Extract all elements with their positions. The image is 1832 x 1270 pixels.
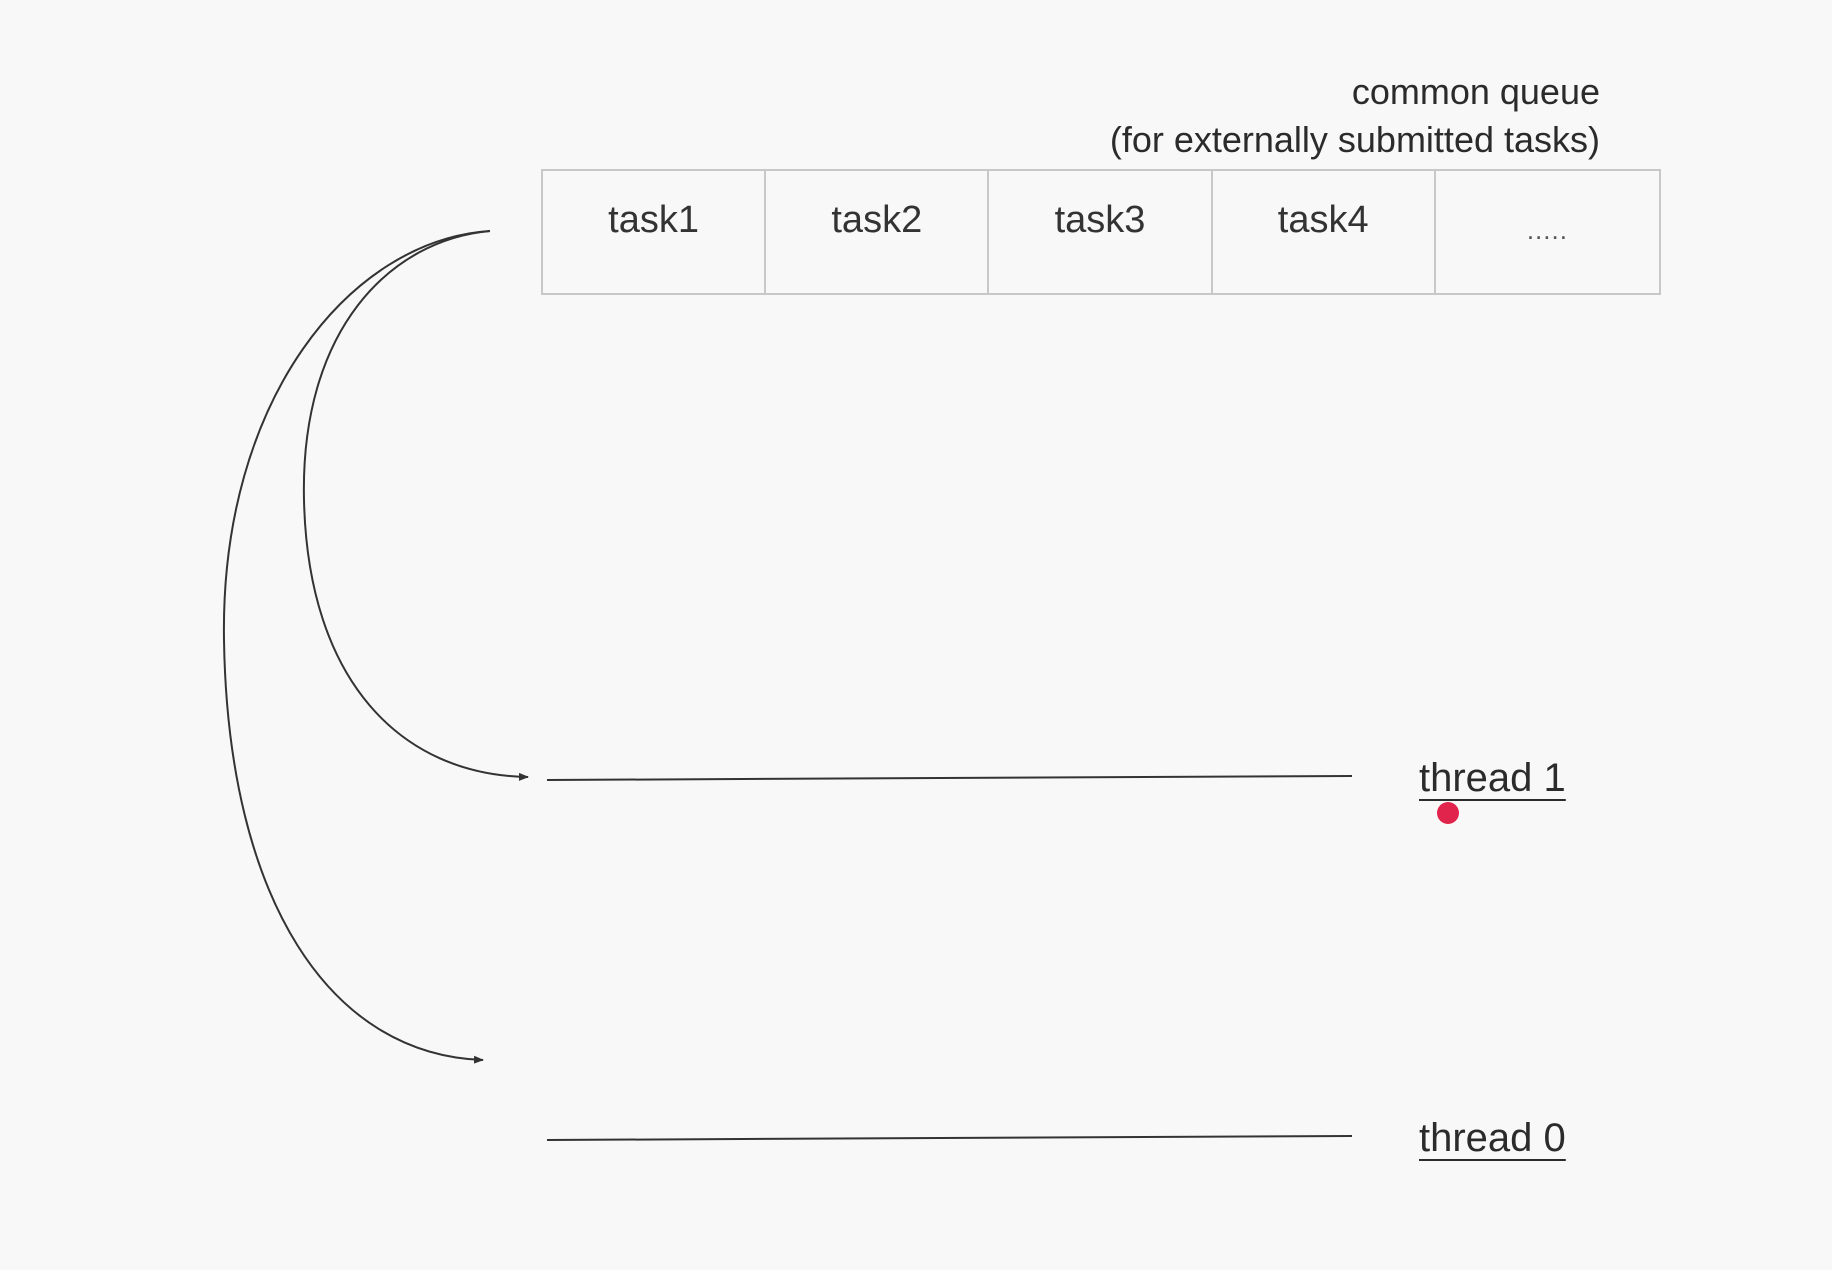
- queue-caption: common queue (for externally submitted t…: [1110, 68, 1600, 164]
- pointer-dot: [1437, 802, 1459, 824]
- common-queue: task1 task2 task3 task4 .....: [541, 169, 1661, 295]
- thread-1-timeline: [546, 775, 1353, 781]
- arrow-to-thread-1: [302, 230, 529, 781]
- queue-cell-task1: task1: [543, 171, 767, 293]
- queue-cell-task3: task3: [989, 171, 1213, 293]
- thread-0-timeline: [546, 1135, 1353, 1141]
- thread-1-label: thread 1: [1419, 756, 1566, 800]
- queue-cell-task4: task4: [1213, 171, 1436, 293]
- arrow-to-thread-0: [222, 230, 491, 1064]
- queue-caption-title: common queue: [1351, 71, 1600, 112]
- queue-cell-task2: task2: [766, 171, 990, 293]
- queue-cell-more: .....: [1526, 215, 1568, 245]
- queue-caption-subtitle: (for externally submitted tasks): [1109, 119, 1600, 160]
- thread-0-label: thread 0: [1419, 1116, 1566, 1160]
